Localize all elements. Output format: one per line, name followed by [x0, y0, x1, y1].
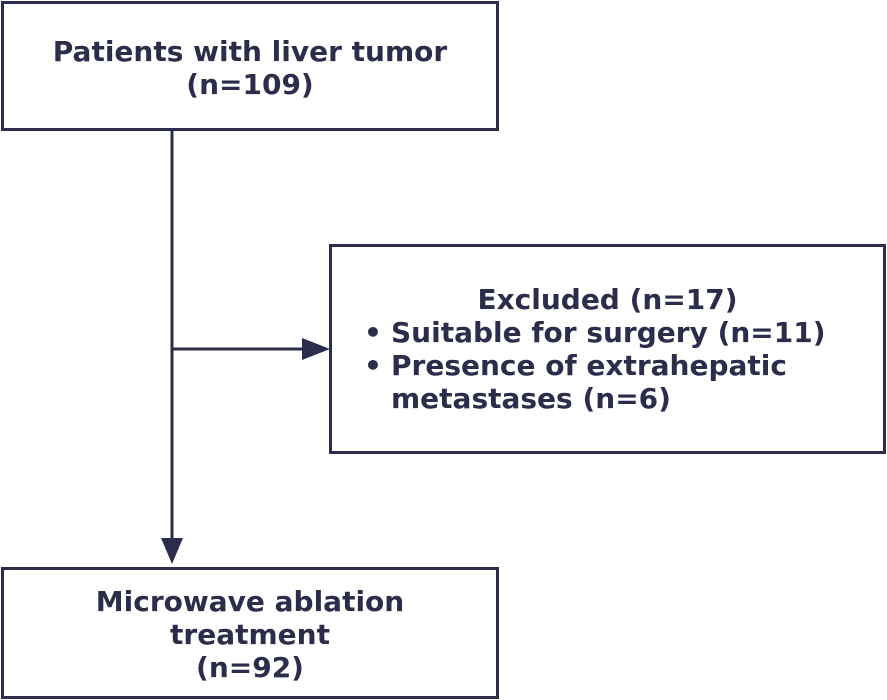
patients-box: Patients with liver tumor (n=109): [1, 1, 499, 131]
list-item: • Suitable for surgery (n=11): [364, 316, 826, 349]
patients-count: (n=109): [186, 68, 314, 101]
treatment-count: (n=92): [196, 651, 304, 684]
treatment-box: Microwave ablation treatment (n=92): [1, 567, 499, 699]
excluded-reason-metastases-line2: metastases (n=6): [391, 382, 671, 415]
excluded-reasons-list: • Suitable for surgery (n=11) • Presence…: [364, 316, 826, 415]
treatment-label-line2: treatment: [170, 618, 330, 651]
treatment-text: Microwave ablation treatment (n=92): [4, 585, 496, 684]
treatment-label-line1: Microwave ablation: [95, 585, 405, 618]
excluded-box: Excluded (n=17) • Suitable for surgery (…: [329, 244, 886, 454]
bullet: •: [364, 349, 382, 382]
excluded-reason-metastases-line1: Presence of extrahepatic: [391, 349, 787, 382]
list-item: • Presence of extrahepatic metastases (n…: [364, 349, 826, 415]
excluded-reason-surgery: Suitable for surgery (n=11): [391, 316, 826, 349]
excluded-title: Excluded (n=17): [477, 283, 738, 316]
patients-label: Patients with liver tumor: [52, 35, 448, 68]
bullet: •: [364, 316, 382, 349]
arrowhead-right: [302, 338, 330, 360]
patients-text: Patients with liver tumor (n=109): [4, 35, 496, 101]
arrowhead-down: [161, 538, 183, 564]
